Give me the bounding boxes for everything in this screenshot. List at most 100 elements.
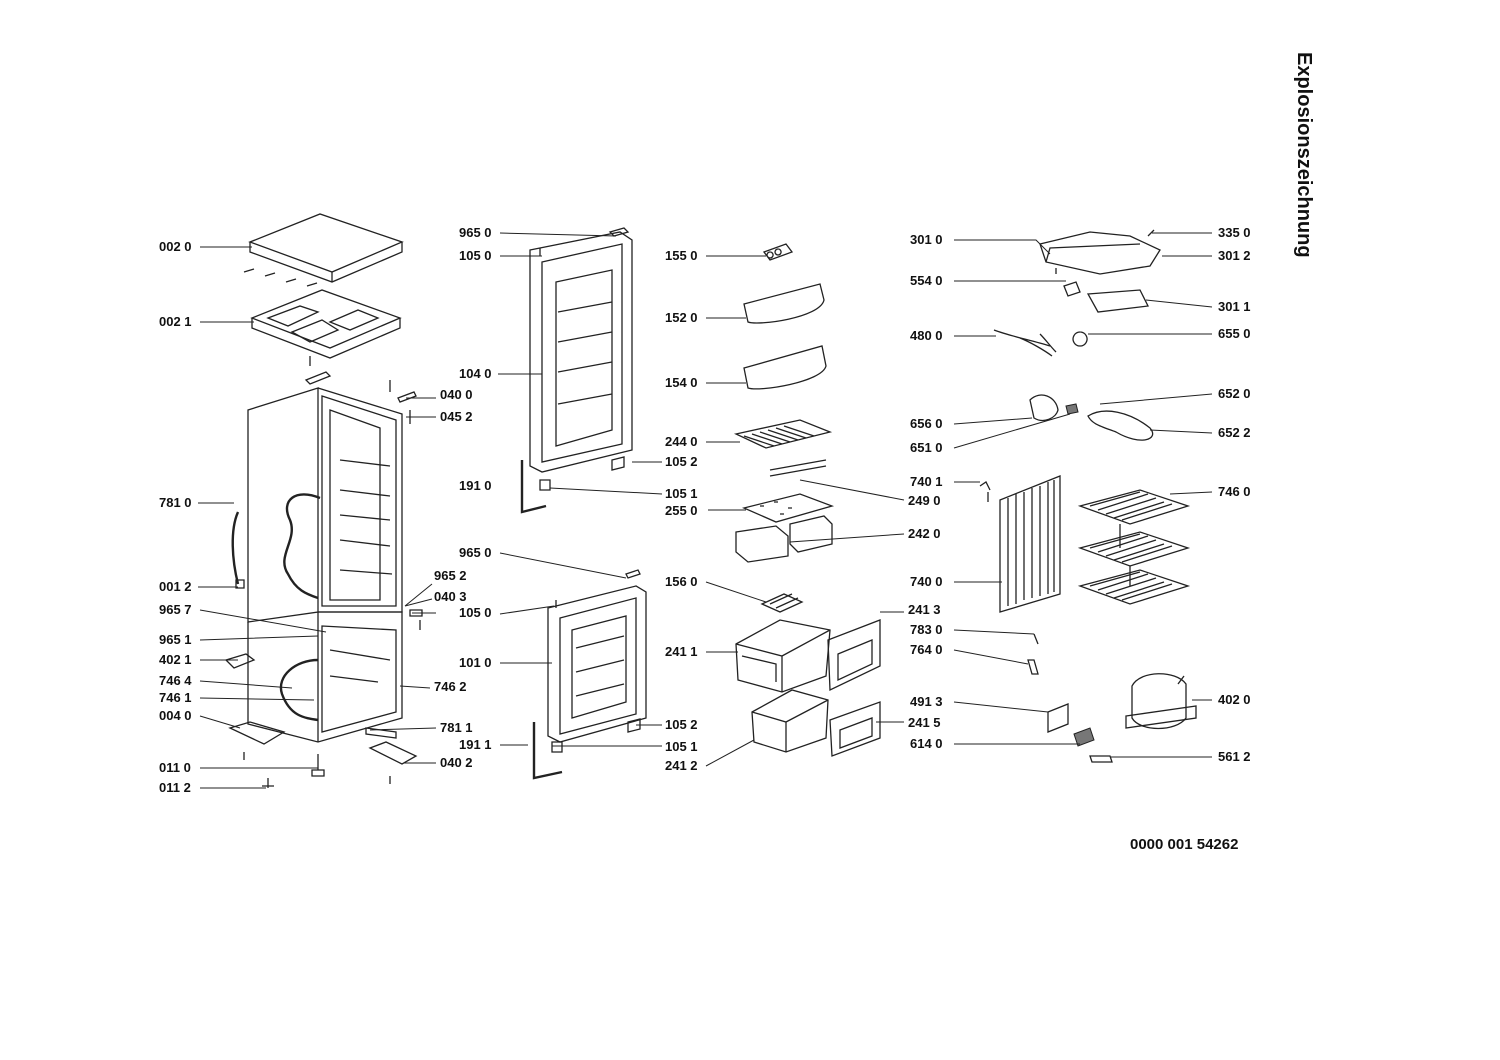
callout-040-0: 040 0 <box>440 387 473 402</box>
drawer-front-lower <box>829 701 881 757</box>
callout-335-0: 335 0 <box>1218 225 1251 240</box>
callout-101-0: 101 0 <box>459 655 492 670</box>
drawer-lower <box>751 689 829 753</box>
callout-781-1: 781 1 <box>440 720 473 735</box>
callout-255-0: 255 0 <box>665 503 698 518</box>
door-shelf-large <box>743 345 827 390</box>
thermostat-knob-part <box>1029 394 1154 441</box>
callout-244-0: 244 0 <box>665 434 698 449</box>
callout-965-1: 965 1 <box>159 632 192 647</box>
callout-241-1: 241 1 <box>665 644 698 659</box>
callout-652-0: 652 0 <box>1218 386 1251 401</box>
callout-011-2: 011 2 <box>159 780 191 795</box>
callout-781-0: 781 0 <box>159 495 192 510</box>
callout-554-0: 554 0 <box>910 273 943 288</box>
callout-105-2-lower: 105 2 <box>665 717 698 732</box>
callout-105-2-upper: 105 2 <box>665 454 698 469</box>
callout-656-0: 656 0 <box>910 416 943 431</box>
callout-191-0: 191 0 <box>459 478 492 493</box>
page-title: Explosionszeichnung <box>1293 52 1315 258</box>
callout-045-2: 045 2 <box>440 409 473 424</box>
lamp-socket-part <box>1063 281 1149 347</box>
callout-965-0-upper: 965 0 <box>459 225 492 240</box>
wire-shelf-part <box>733 419 833 449</box>
callout-156-0: 156 0 <box>665 574 698 589</box>
sensor-parts <box>1027 633 1039 675</box>
callout-155-0: 155 0 <box>665 248 698 263</box>
shelf-trim-part <box>769 459 827 477</box>
drawer-upper <box>735 619 831 693</box>
lamp-housing-part <box>1039 229 1161 275</box>
small-tray-part <box>760 593 804 613</box>
lower-door-handle <box>532 722 563 780</box>
callout-105-0-lower: 105 0 <box>459 605 492 620</box>
callout-191-1: 191 1 <box>459 737 492 752</box>
top-frame-part <box>250 289 402 359</box>
document-number: 0000 001 54262 <box>1130 836 1239 853</box>
top-cover-part <box>248 213 404 283</box>
callout-614-0: 614 0 <box>910 736 943 751</box>
callout-152-0: 152 0 <box>665 310 698 325</box>
callout-561-2: 561 2 <box>1218 749 1251 764</box>
callout-105-0-upper: 105 0 <box>459 248 492 263</box>
callout-652-2: 652 2 <box>1218 425 1251 440</box>
callout-746-4: 746 4 <box>159 673 192 688</box>
upper-door-part <box>529 227 633 473</box>
relay-part <box>1047 703 1113 763</box>
callout-154-0: 154 0 <box>665 375 698 390</box>
callout-242-0: 242 0 <box>908 526 941 541</box>
cabinet-body <box>247 387 403 743</box>
door-shelf-small <box>743 283 825 324</box>
drawer-front-upper <box>827 619 881 692</box>
screws-top <box>243 268 318 287</box>
leader-lines <box>198 232 1213 789</box>
callout-040-2: 040 2 <box>440 755 473 770</box>
evaporator-part <box>979 475 1061 613</box>
egg-tray-part <box>762 243 794 261</box>
callout-480-0: 480 0 <box>910 328 943 343</box>
callout-104-0: 104 0 <box>459 366 492 381</box>
callout-105-1-upper: 105 1 <box>665 486 698 501</box>
ice-trays-part <box>735 515 833 563</box>
callout-002-0: 002 0 <box>159 239 192 254</box>
upper-door-handle <box>520 460 551 514</box>
callout-004-0: 004 0 <box>159 708 192 723</box>
callout-249-0: 249 0 <box>908 493 941 508</box>
lower-door-part <box>547 569 647 743</box>
callout-746-2: 746 2 <box>434 679 467 694</box>
callout-491-3: 491 3 <box>910 694 943 709</box>
callout-965-2: 965 2 <box>434 568 467 583</box>
glass-shelf-part <box>741 493 835 523</box>
callout-001-2: 001 2 <box>159 579 192 594</box>
callout-301-2: 301 2 <box>1218 248 1251 263</box>
hinge-top-cabinet <box>304 356 417 424</box>
callout-105-1-lower: 105 1 <box>665 739 698 754</box>
callout-965-7: 965 7 <box>159 602 192 617</box>
callout-040-3: 040 3 <box>434 589 467 604</box>
callout-764-0: 764 0 <box>910 642 943 657</box>
callout-402-1: 402 1 <box>159 652 192 667</box>
callout-301-0: 301 0 <box>910 232 943 247</box>
callout-740-0: 740 0 <box>910 574 943 589</box>
callout-241-2: 241 2 <box>665 758 698 773</box>
evaporator-shelves <box>1077 489 1191 605</box>
callout-011-0: 011 0 <box>159 760 191 775</box>
callout-241-3: 241 3 <box>908 602 941 617</box>
drain-tube-part <box>231 511 245 589</box>
compressor-part <box>1125 673 1197 730</box>
callout-965-0-lower: 965 0 <box>459 545 492 560</box>
wiring-harness-part <box>993 329 1057 357</box>
callout-002-1: 002 1 <box>159 314 192 329</box>
callout-783-0: 783 0 <box>910 622 943 637</box>
callout-241-5: 241 5 <box>908 715 941 730</box>
hinge-bottom-parts <box>224 609 423 788</box>
callout-651-0: 651 0 <box>910 440 943 455</box>
callout-655-0: 655 0 <box>1218 326 1251 341</box>
callout-740-1: 740 1 <box>910 474 943 489</box>
callout-301-1: 301 1 <box>1218 299 1251 314</box>
callout-746-1: 746 1 <box>159 690 192 705</box>
callout-402-0: 402 0 <box>1218 692 1251 707</box>
callout-746-0: 746 0 <box>1218 484 1251 499</box>
